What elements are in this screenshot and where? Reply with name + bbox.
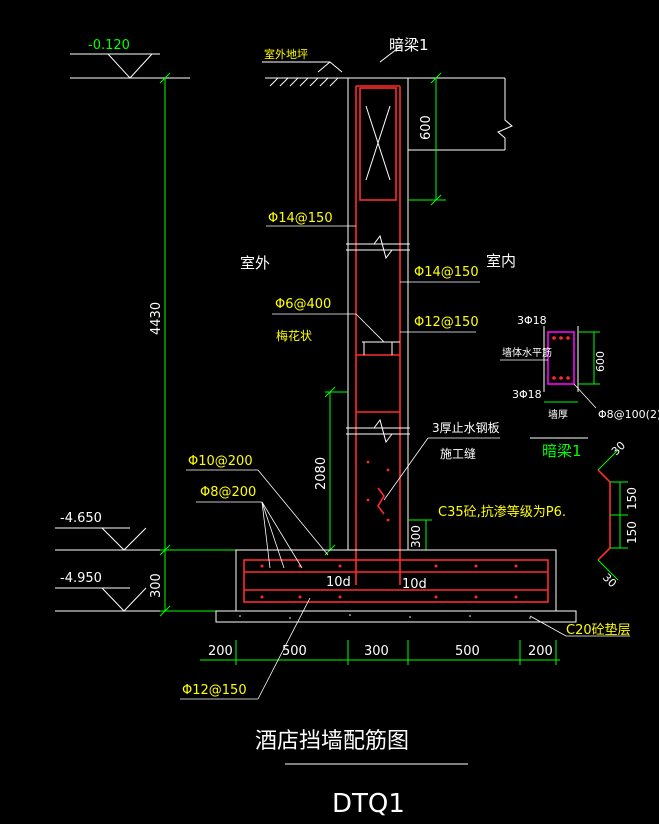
concrete-label: C35砼,抗渗等级为P6. (438, 504, 566, 520)
plate-dim-d: 30 (600, 571, 619, 590)
construction-joint-label: 施工缝 (440, 446, 476, 461)
wall-rebars (346, 85, 410, 585)
wall-lower-label: 2080 (314, 457, 329, 490)
base-dim-3: 300 (364, 644, 389, 659)
elevation-marker-top: -0.120 (70, 38, 190, 79)
drawing-code: DTQ1 (332, 789, 405, 819)
elevation-top-label: -0.120 (88, 38, 130, 53)
footing-bottom-rebar-label: Φ12@150 (182, 683, 247, 698)
plate-dim-c: 150 (625, 521, 639, 544)
plate-dim-a: 30 (609, 439, 628, 458)
height-base-label: 300 (149, 573, 164, 598)
beam-height-label: 600 (419, 115, 434, 140)
plate-dim-b: 150 (625, 487, 639, 510)
footing-dist-rebar-label: Φ8@200 (200, 485, 256, 500)
base-dim-1: 200 (208, 644, 233, 659)
beam-width-label: 墙厚 (548, 408, 568, 421)
lap-right-label: 10d (402, 577, 427, 592)
hidden-beam: 暗梁1 (359, 36, 429, 201)
base-dim-5: 200 (528, 644, 553, 659)
footing-top-rebar-label: Φ10@200 (188, 454, 253, 469)
elevation-mid-label: -4.650 (60, 511, 102, 526)
base-top-label: 300 (409, 525, 423, 548)
outdoor-ground: 室外地坪 (262, 47, 348, 87)
cushion-label: C20砼垫层 (566, 622, 631, 638)
elevation-marker-mid: -4.650 (55, 511, 180, 551)
beam-section-detail: 3Φ18 墙体水平筋 3Φ18 600 Φ8@100(2) 墙厚 暗梁1 (500, 314, 659, 460)
elevation-bottom-label: -4.950 (60, 571, 102, 586)
base-dimension-chain: 200 500 300 500 200 (200, 640, 560, 665)
plate-bend-detail: 150 150 30 30 (597, 439, 639, 590)
height-dimension-base: 300 (149, 550, 220, 617)
beam-side-label: 墙体水平筋 (502, 346, 552, 359)
indoor-label: 室内 (486, 252, 516, 270)
beam-label: 暗梁1 (389, 36, 429, 54)
wall-outline (347, 77, 513, 550)
height-total-label: 4430 (149, 302, 164, 335)
wall-lower-dimension: 2080 (314, 386, 348, 556)
drawing-title: 酒店挡墙配筋图 (255, 729, 409, 754)
beam-height-dimension: 600 (408, 72, 446, 206)
beam-bottom-bars-label: 3Φ18 (512, 388, 542, 401)
rebar-labels: Φ14@150 室外 室内 Φ14@150 Φ6@400 梅花状 Φ12@150… (180, 211, 566, 700)
cushion-layer: C20砼垫层 (215, 610, 631, 638)
outdoor-ground-label: 室外地坪 (264, 47, 308, 61)
beam-detail-height: 600 (594, 351, 607, 372)
footing: 10d 10d (235, 549, 557, 612)
beam-detail-name: 暗梁1 (542, 442, 582, 460)
drawing-title-block: 酒店挡墙配筋图 DTQ1 (255, 729, 468, 819)
elevation-marker-bottom: -4.950 (55, 571, 180, 612)
outdoor-label: 室外 (240, 254, 270, 272)
inner-vertical-rebar-label: Φ14@150 (414, 265, 479, 280)
beam-stirrup-label: Φ8@100(2) (598, 408, 659, 421)
base-top-dimension: 300 (408, 519, 432, 550)
outer-vertical-rebar-label: Φ14@150 (268, 211, 333, 226)
lap-left-label: 10d (326, 575, 351, 590)
plum-label: 梅花状 (276, 328, 312, 343)
tie-rebar-label: Φ6@400 (275, 297, 331, 312)
waterstop-label: 3厚止水钢板 (432, 421, 500, 435)
horizontal-rebar-label: Φ12@150 (414, 315, 479, 330)
beam-top-bars-label: 3Φ18 (517, 314, 547, 327)
base-dim-4: 500 (455, 644, 480, 659)
base-dim-2: 500 (282, 644, 307, 659)
height-dimension-total: 4430 (149, 72, 240, 556)
